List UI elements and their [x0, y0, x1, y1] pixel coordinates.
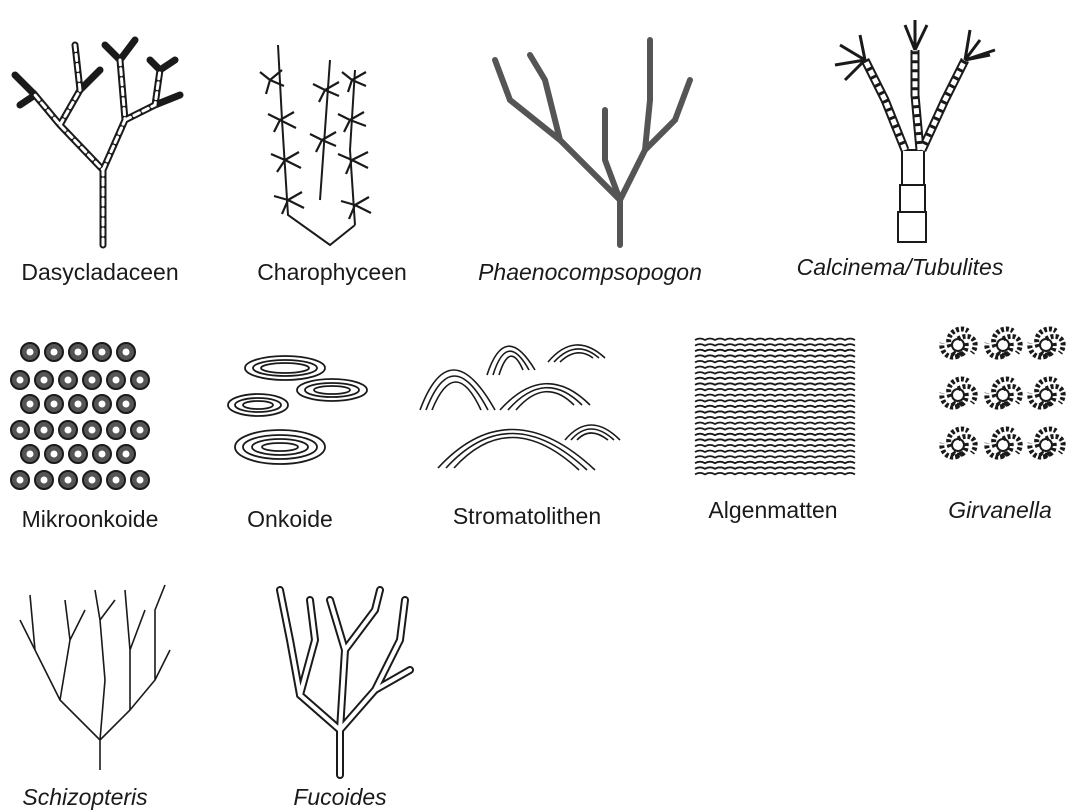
mikroonkoide-symbol — [11, 343, 149, 489]
girvanella-symbol — [942, 329, 1063, 457]
calcinema-tubulites-symbol — [835, 20, 995, 242]
charophyceen-symbol — [260, 45, 371, 245]
fucoides-symbol — [280, 590, 410, 775]
label-algenmatten: Algenmatten — [708, 497, 837, 523]
label-fucoides: Fucoides — [293, 784, 387, 810]
schizopteris-symbol — [20, 585, 170, 770]
label-dasycladaceen: Dasycladaceen — [21, 259, 178, 285]
stromatolithen-symbol — [420, 345, 620, 470]
label-phaenocompsopogon: Phaenocompsopogon — [478, 259, 702, 285]
algenmatten-symbol — [695, 339, 855, 475]
label-stromatolithen: Stromatolithen — [453, 503, 601, 529]
label-calcinema-tubulites: Calcinema/Tubulites — [797, 254, 1004, 280]
label-onkoide: Onkoide — [247, 506, 333, 532]
label-charophyceen: Charophyceen — [257, 259, 407, 285]
label-girvanella: Girvanella — [948, 497, 1052, 523]
phaenocompsopogon-symbol — [495, 40, 690, 245]
label-schizopteris: Schizopteris — [22, 784, 148, 810]
dasycladaceen-symbol — [15, 40, 180, 245]
onkoide-symbol — [228, 356, 367, 464]
label-mikroonkoide: Mikroonkoide — [22, 506, 159, 532]
